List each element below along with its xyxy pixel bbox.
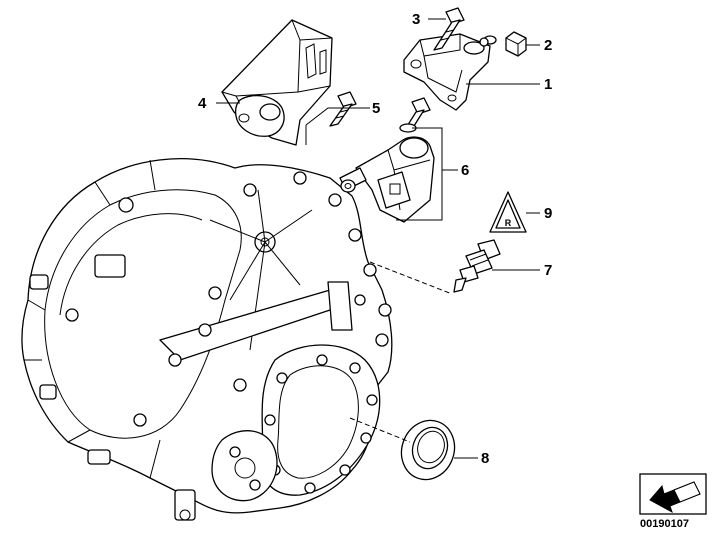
part-2-buffer — [505, 31, 527, 57]
callout-2: 2 — [544, 37, 553, 54]
warning-triangle-icon: R — [489, 191, 527, 233]
part-1-mounting-bracket — [403, 33, 497, 111]
part-7-switch — [453, 239, 501, 293]
callout-8: 8 — [481, 450, 490, 467]
svg-text:R: R — [505, 218, 512, 228]
install-line-switch — [369, 261, 453, 295]
callout-4: 4 — [198, 95, 207, 112]
callout-1: 1 — [544, 76, 553, 93]
part-3-bolt — [433, 7, 465, 51]
transmission-housing — [21, 158, 393, 521]
leader-lines — [216, 18, 540, 459]
callout-5: 5 — [372, 100, 381, 117]
part-8-shaft-seal — [400, 419, 456, 481]
callout-6: 6 — [461, 162, 470, 179]
part-6-shift-unit — [339, 97, 435, 223]
callout-7: 7 — [544, 262, 553, 279]
part-5-bolt — [329, 91, 357, 127]
install-line-seal — [349, 417, 411, 443]
part-4-shift-bracket — [221, 19, 333, 146]
direction-arrow-icon — [639, 473, 707, 515]
callout-3: 3 — [412, 11, 421, 28]
document-number: 00190107 — [640, 518, 689, 530]
callout-9: 9 — [544, 205, 553, 222]
